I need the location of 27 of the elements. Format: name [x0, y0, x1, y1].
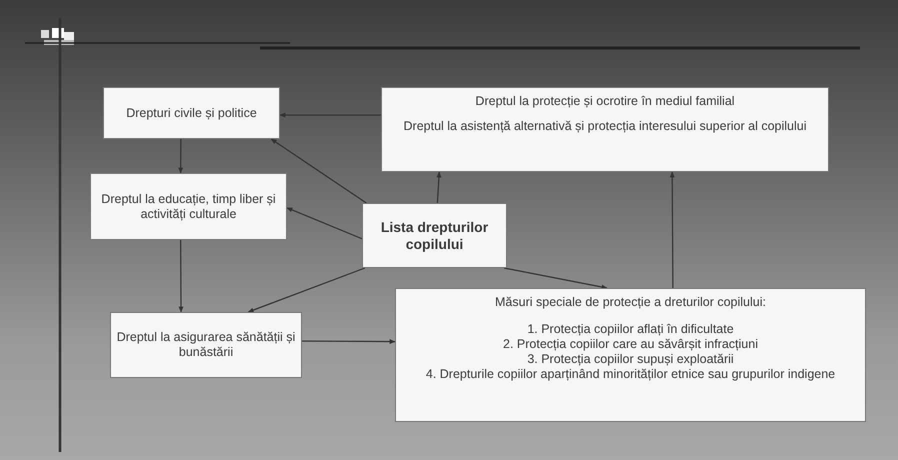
arrow	[286, 207, 362, 240]
box-text: 4. Drepturile copiilor aparținând minorităților etnice sau grupurilor indigene	[426, 367, 836, 382]
box-text: Lista drepturilor copilului	[380, 218, 490, 252]
arrow	[504, 267, 608, 290]
arrow	[279, 112, 381, 118]
text-box	[103, 87, 280, 139]
arrow	[270, 138, 367, 204]
arrow	[302, 339, 396, 344]
box-text: Dreptul la asistență alternativă și protecția interesului superior al copilului	[404, 119, 806, 134]
text-box	[90, 173, 287, 240]
arrow	[178, 240, 184, 313]
arrow	[178, 139, 184, 174]
text-box	[381, 87, 829, 172]
arrow	[670, 171, 675, 288]
box-text: 1. Protecția copiilor aflați în dificultate	[527, 322, 734, 337]
text-box	[110, 312, 302, 378]
arrow	[248, 267, 366, 313]
box-text: Dreptul la protecție și ocrotire în mediul familial	[475, 94, 735, 109]
box-text: 2. Protecția copiilor care au săvârșit infracțiuni	[503, 337, 758, 352]
text-box	[395, 288, 866, 422]
box-text: 3. Protecția copiilor supuși exploatării	[527, 352, 734, 367]
box-text: Drepturi civile și politice	[126, 106, 257, 120]
box-text: Dreptul la educație, timp liber și activități culturale	[100, 192, 277, 222]
box-text: Dreptul la asigurarea sănătății și bunăstării	[116, 330, 296, 360]
arrow	[436, 171, 442, 204]
box-text: Măsuri speciale de protecție a dreturilor copilului:	[495, 295, 766, 310]
text-box	[362, 203, 507, 268]
